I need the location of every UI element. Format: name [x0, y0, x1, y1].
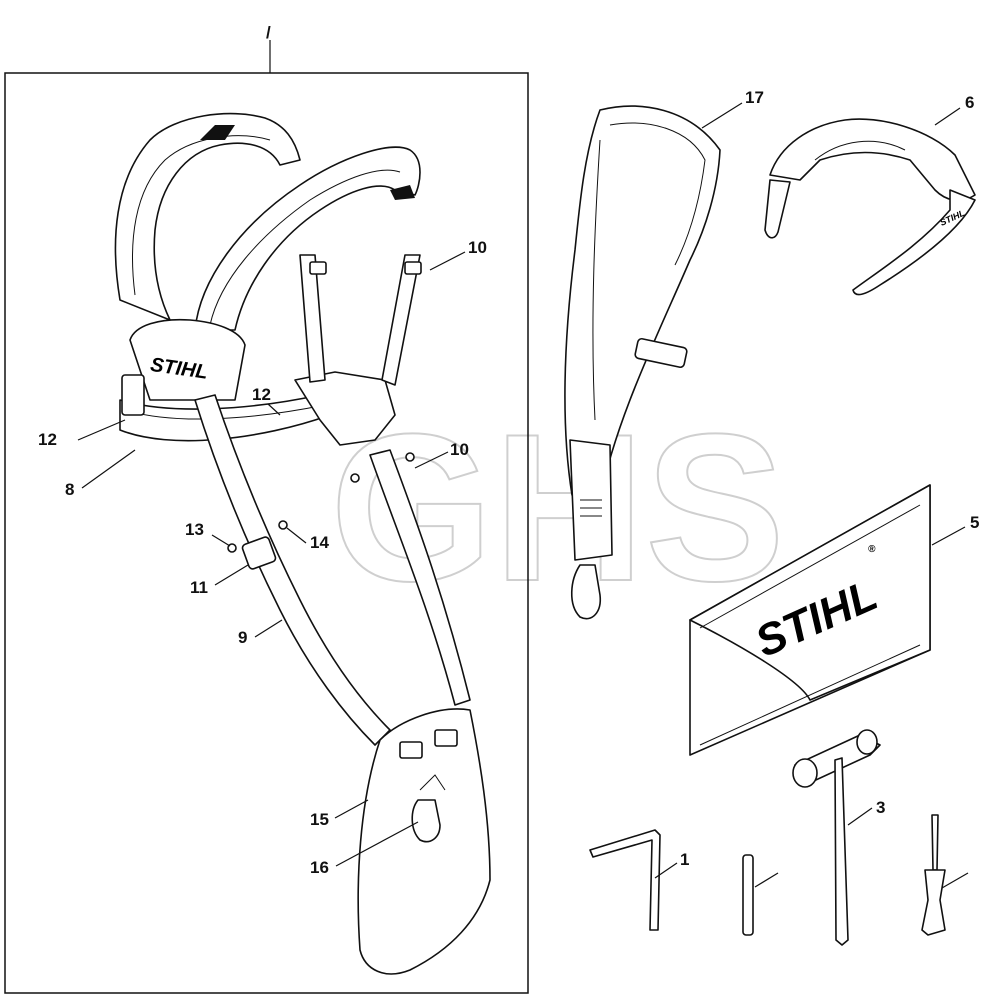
chest-buckle — [294, 371, 396, 446]
callout-15: 15 — [310, 810, 329, 829]
callout-16: 16 — [310, 858, 329, 877]
callout-12b: 12 — [38, 430, 57, 449]
harness: STIHL — [114, 112, 491, 975]
hex-key — [589, 829, 661, 931]
callout-11: 11 — [190, 578, 208, 597]
callout-13: 13 — [185, 520, 204, 539]
callout-9: 9 — [238, 628, 247, 647]
pin — [742, 854, 754, 936]
upper-strap-left — [299, 254, 326, 383]
callout-12a: 12 — [252, 385, 271, 404]
right-shoulder-pad — [194, 146, 421, 331]
back-plate — [129, 318, 246, 401]
safety-glasses: STIHL — [764, 118, 976, 296]
callout-10b: 10 — [450, 440, 469, 459]
pouch-registered-mark: ® — [868, 544, 876, 555]
buckle-left — [121, 374, 145, 416]
hip-carabiner — [411, 799, 441, 843]
callout-top: / — [266, 23, 271, 42]
callout-6: 6 — [965, 93, 974, 112]
left-shoulder-pad — [114, 112, 301, 321]
shoulder-strap — [564, 105, 721, 620]
callout-17: 17 — [745, 88, 764, 107]
callout-14: 14 — [310, 533, 329, 552]
callout-3: 3 — [876, 798, 885, 817]
strap-adjuster — [634, 337, 688, 369]
slider-buckle — [241, 536, 277, 570]
screwdriver — [921, 814, 946, 936]
callout-5: 5 — [970, 513, 979, 532]
screw-14 — [278, 520, 288, 530]
upper-strap-right — [381, 254, 421, 386]
strap-carabiner — [570, 564, 602, 620]
lower-strap-right — [369, 449, 471, 706]
callout-1: 1 — [680, 850, 689, 869]
callout-8: 8 — [65, 480, 74, 499]
combination-wrench — [792, 729, 881, 946]
tool-pouch: STIHL ® — [689, 484, 931, 756]
harness-assembly-frame — [4, 72, 529, 994]
callout-10a: 10 — [468, 238, 487, 257]
